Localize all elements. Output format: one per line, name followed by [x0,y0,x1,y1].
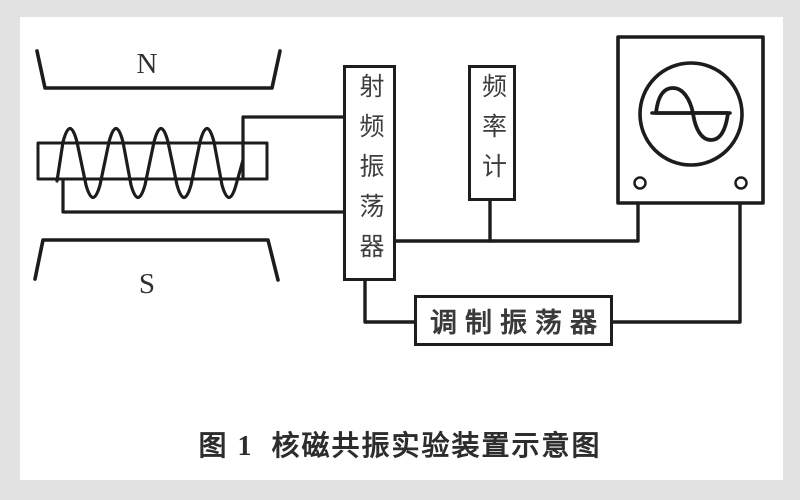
modulation-oscillator-label: 调制振荡器 [430,308,605,338]
rf-oscillator-label: 射频振荡器 [356,73,383,273]
frequency-counter-label: 频率计 [478,73,506,193]
block-modulation-oscillator: 调制振荡器 [414,295,613,346]
block-frequency-counter: 频率计 [468,65,516,201]
figure-panel [20,17,783,480]
north-pole-label: N [136,48,158,80]
south-pole-label: S [138,268,156,300]
block-rf-oscillator: 射频振荡器 [343,65,396,281]
figure-caption: 图 1 核磁共振实验装置示意图 [198,431,602,462]
